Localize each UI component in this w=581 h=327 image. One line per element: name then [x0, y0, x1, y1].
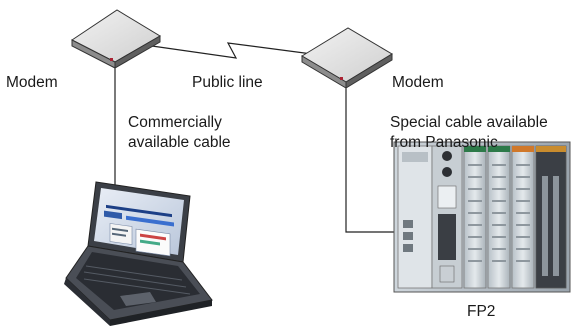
- special-cable-label: Special cable available from Panasonic: [390, 113, 548, 153]
- commercial-cable-label: Commercially available cable: [128, 113, 231, 153]
- commercial-cable-label-line-1: Commercially: [128, 114, 222, 131]
- modem-left-label: Modem: [6, 74, 58, 91]
- modem-right-icon: [301, 27, 393, 89]
- modem-right-label: Modem: [392, 74, 444, 91]
- plc-label: FP2: [467, 303, 496, 320]
- special-cable-label-line-1: Special cable available: [390, 114, 548, 131]
- laptop-icon: [64, 181, 213, 326]
- public-line-connection: [151, 42, 313, 59]
- modem-left-icon: [71, 9, 161, 69]
- commercial-cable-label-line-2: available cable: [128, 134, 231, 151]
- special-cable-label-line-2: from Panasonic: [390, 134, 498, 151]
- plc-cable-connection: [345, 84, 395, 233]
- public-line-label: Public line: [192, 74, 263, 91]
- plc-icon: [393, 141, 571, 293]
